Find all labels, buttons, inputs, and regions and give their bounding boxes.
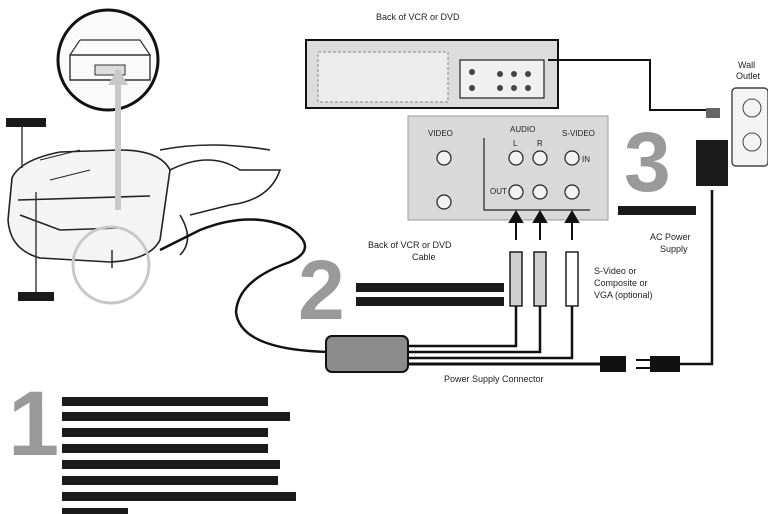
redaction-bar [356,297,504,306]
connector-box [326,336,680,372]
power-supply-label-line2: Supply [660,244,688,255]
av-plugs [510,252,578,306]
composite-label-line3: VGA (optional) [594,290,653,301]
connector-label: Power Supply Connector [444,374,544,385]
vcr-device [306,40,558,108]
redaction-bar [62,508,128,514]
composite-label-line1: S-Video or [594,266,636,277]
outlet-label-line1: Wall [738,60,755,71]
panel-r-label: R [537,138,543,149]
step-number-2: 2 [298,248,345,332]
panel-s-video-label: S-VIDEO [562,128,595,139]
back-of-vcr-label-line2: Cable [412,252,436,263]
composite-label-line2: Composite or [594,278,648,289]
redaction-bar [18,292,54,301]
back-of-vcr-label-line1: Back of VCR or DVD [368,240,452,251]
redaction-bar [62,460,280,469]
ac-adapter [696,108,728,186]
redaction-bar [62,412,290,421]
step-number-3: 3 [624,120,671,204]
headset-illustration [8,145,280,303]
redaction-bar [6,118,46,127]
vcr-title-label: Back of VCR or DVD [376,12,460,23]
redaction-bar [62,397,268,406]
panel-audio-label: AUDIO [510,124,535,135]
panel-in-label: IN [582,154,590,165]
step-number-1: 1 [8,378,59,470]
panel-l-label: L [513,138,517,149]
outlet-label-line2: Outlet [736,71,760,82]
panel-video-label: VIDEO [428,128,453,139]
wall-outlet [732,88,768,166]
redaction-bar [62,476,278,485]
panel-out-label: OUT [490,186,507,197]
redaction-bar [62,492,296,501]
redaction-bar [62,444,268,453]
power-supply-label-line1: AC Power [650,232,691,243]
redaction-bar [356,283,504,292]
redaction-bar [62,428,268,437]
